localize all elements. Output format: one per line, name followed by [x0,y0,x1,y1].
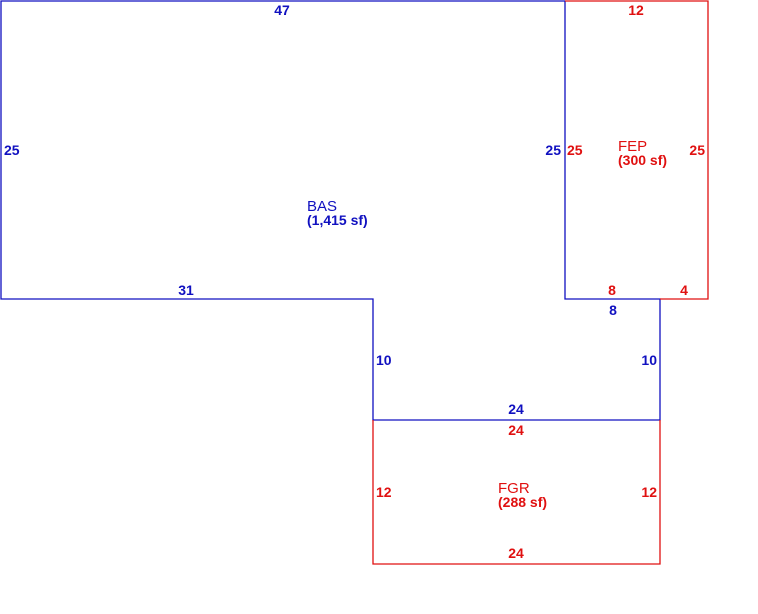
fep-dim-right: 25 [689,142,705,158]
bas-dim-bottom-left: 31 [178,282,194,298]
fgr-dim-right: 12 [641,484,657,500]
fgr-label: FGR [498,480,530,497]
fgr-dim-left: 12 [376,484,392,500]
fep-dim-left: 25 [567,142,583,158]
bas-dim-left: 25 [4,142,20,158]
fep-outline [565,0,709,300]
bas-dim-inner-right: 10 [641,352,657,368]
bas-label: BAS [307,198,337,215]
bas-area-size: (1,415 sf) [307,212,368,228]
fgr-outline [372,420,661,565]
fgr-dim-bottom: 24 [508,545,524,561]
bas-dim-notch-bottom: 8 [609,302,617,318]
bas-dim-top: 47 [274,2,290,18]
bas-dim-bottom-right: 24 [508,401,524,417]
fep-dim-bottom-right: 4 [680,282,688,298]
bas-dim-inner-left: 10 [376,352,392,368]
fep-area-size: (300 sf) [618,152,667,168]
fep-dim-bottom-left: 8 [608,282,616,298]
fgr-area-size: (288 sf) [498,494,547,510]
fgr-dim-top: 24 [508,422,524,438]
fep-dim-top: 12 [628,2,644,18]
bas-dim-right: 25 [545,142,561,158]
fep-label: FEP [618,138,647,155]
